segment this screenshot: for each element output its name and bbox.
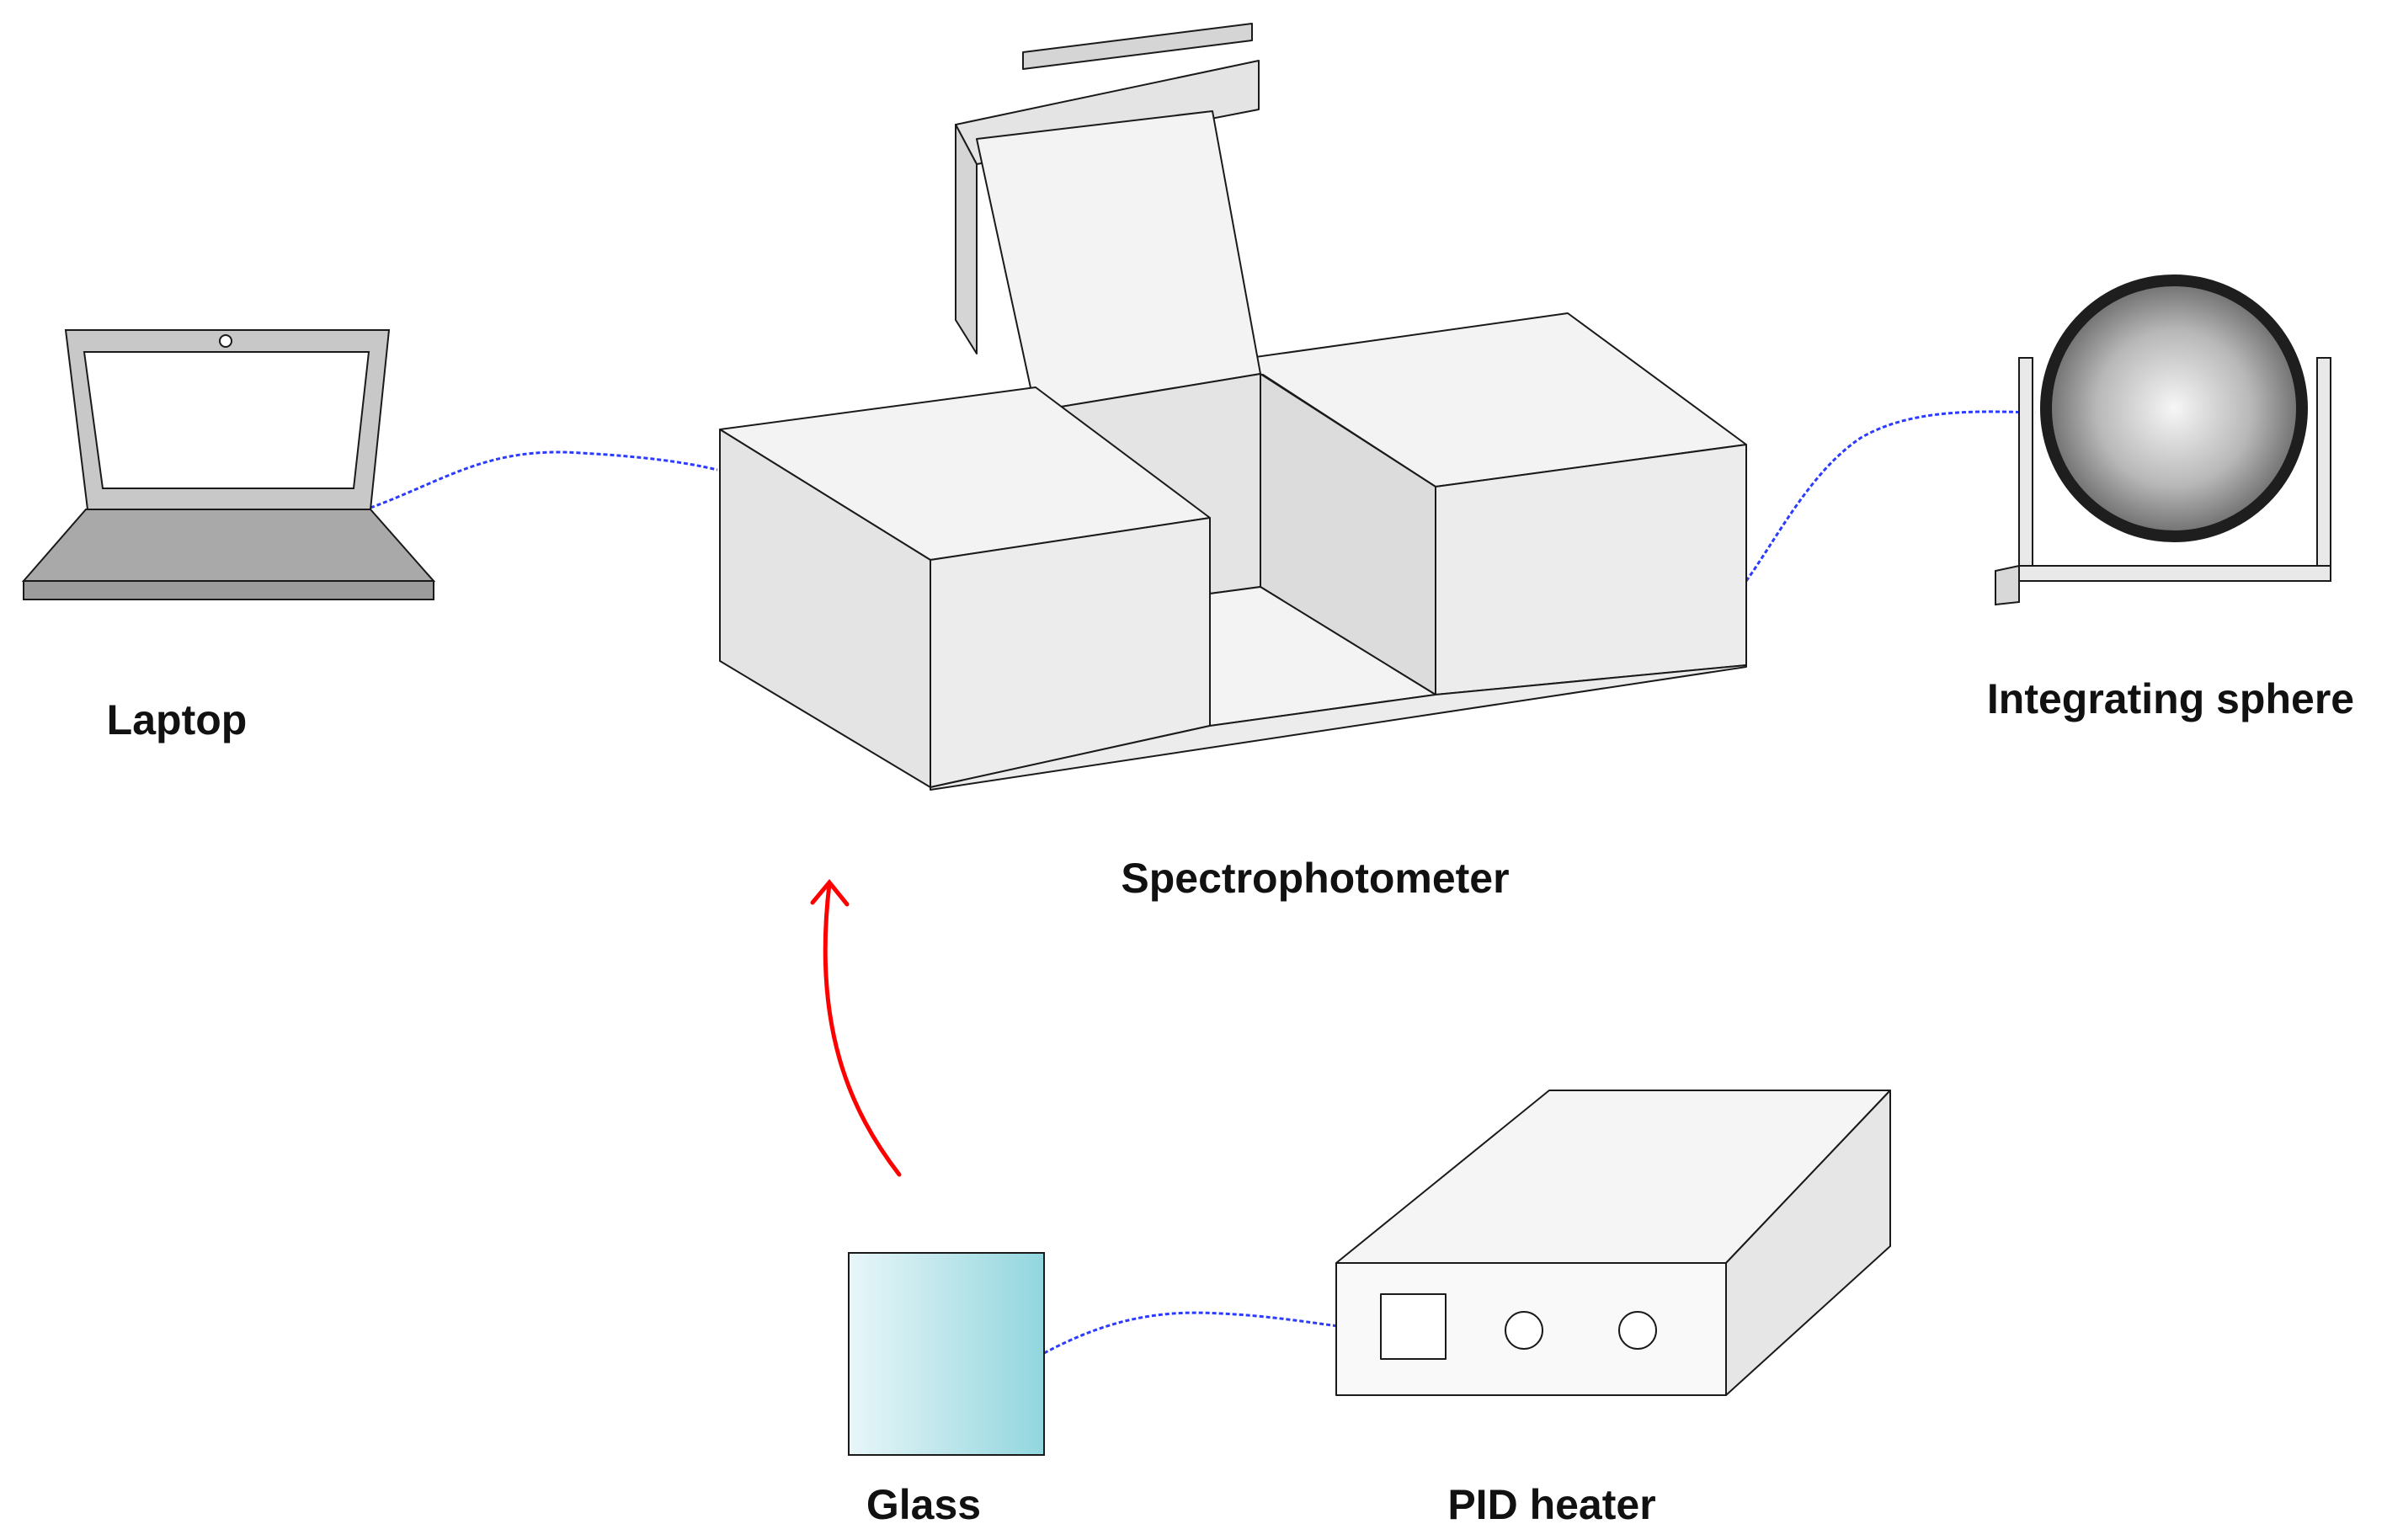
sphere-body [2040,274,2308,542]
cable-glass-heater [1043,1311,1340,1355]
laptop-keyboard-base [21,509,436,582]
laptop-webcam [219,334,232,348]
integrating-sphere-icon [1995,274,2331,606]
pid-heater-icon [1335,1090,1891,1396]
cable-laptop-spectrophotometer [370,450,718,509]
sphere-stand-right-post [2316,357,2331,578]
glass-label: Glass [866,1481,982,1528]
glass-plate [848,1252,1045,1456]
heater-display-window [1380,1293,1447,1360]
heater-knob-1 [1505,1311,1543,1350]
spectrophotometer-label: Spectrophotometer [1121,855,1510,902]
spectro-base-strip [930,664,1747,791]
spectro-lid-side [955,124,978,354]
integrating-sphere-label: Integrating sphere [1986,675,2355,722]
arrow-shaft [823,882,902,1177]
spectro-lid-top-strip [1022,23,1253,70]
cables [370,410,2037,1355]
arrow-head [810,879,850,907]
sphere-stand-foot [1995,564,2020,606]
spectrophotometer-icon [719,23,1747,791]
laptop-screen-frame [64,329,391,510]
pid-heater-label: PID heater [1447,1481,1656,1528]
laptop-base-edge [23,580,434,600]
cable-spectrophotometer-sphere [1745,410,2037,582]
sphere-stand-base [2018,565,2331,582]
laptop-label: Laptop [106,696,248,743]
glass-sample-icon [848,1252,1045,1456]
spectro-lid-panel [976,110,1261,412]
heater-knob-2 [1618,1311,1657,1350]
curved-arrow-icon [810,879,902,1177]
laptop-icon [21,329,436,600]
spectro-right-front [1435,444,1747,695]
sphere-stand-left-post [2018,357,2033,578]
